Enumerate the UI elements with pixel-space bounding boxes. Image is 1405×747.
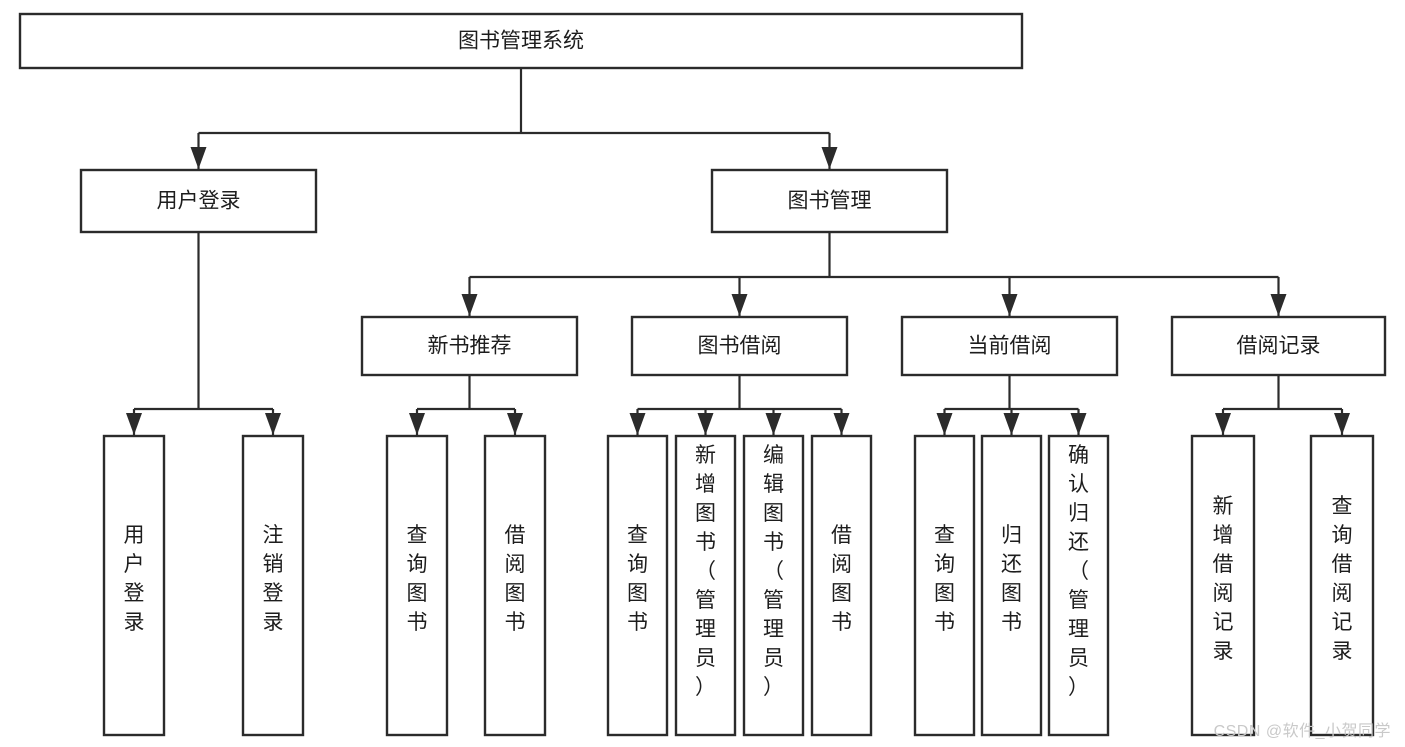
arrow-head-icon xyxy=(1070,413,1087,435)
node-label: 借阅图书 xyxy=(831,524,852,634)
node-box xyxy=(241,434,305,737)
node-box xyxy=(1309,434,1375,737)
diagram-node-l2-0[interactable]: 新书推荐 xyxy=(360,315,579,377)
node-label: 确认归还（管理员） xyxy=(1068,444,1089,699)
node-label: 新增借阅记录 xyxy=(1213,495,1234,663)
arrow-head-icon xyxy=(190,147,207,169)
diagram-node-l3-9[interactable]: 归还图书 xyxy=(980,434,1043,737)
node-box xyxy=(913,434,976,737)
node-label: 用户登录 xyxy=(124,524,145,634)
node-label: 查询图书 xyxy=(627,524,648,634)
diagram-node-l3-12[interactable]: 查询借阅记录 xyxy=(1309,434,1375,737)
watermark-text: CSDN @软件_小贺同学 xyxy=(1213,723,1391,740)
diagram-node-l3-8[interactable]: 查询图书 xyxy=(913,434,976,737)
node-box xyxy=(980,434,1043,737)
diagram-node-l3-7[interactable]: 借阅图书 xyxy=(810,434,873,737)
arrow-head-icon xyxy=(697,413,714,435)
node-label: 新增图书（管理员） xyxy=(695,444,716,699)
node-label: 查询借阅记录 xyxy=(1332,495,1353,663)
arrow-head-icon xyxy=(833,413,850,435)
node-box xyxy=(102,434,166,737)
arrow-head-icon xyxy=(265,413,281,435)
node-label: 注销登录 xyxy=(263,524,284,634)
arrow-head-icon xyxy=(1334,413,1350,435)
node-box xyxy=(1047,434,1110,737)
node-box xyxy=(810,434,873,737)
node-label: 查询图书 xyxy=(934,524,955,634)
node-box xyxy=(606,434,669,737)
node-box xyxy=(630,315,849,377)
arrow-head-icon xyxy=(821,147,838,169)
node-box xyxy=(385,434,449,737)
diagram-node-l3-11[interactable]: 新增借阅记录 xyxy=(1190,434,1256,737)
arrow-head-icon xyxy=(1215,413,1231,435)
diagram-node-l3-3[interactable]: 借阅图书 xyxy=(483,434,547,737)
node-box xyxy=(79,168,318,234)
node-box xyxy=(1190,434,1256,737)
node-box xyxy=(674,434,737,737)
arrow-head-icon xyxy=(409,413,425,435)
arrow-head-icon xyxy=(765,413,782,435)
node-box xyxy=(360,315,579,377)
diagram-node-l1-1[interactable]: 图书管理 xyxy=(710,168,949,234)
connectors-layer xyxy=(126,68,1350,435)
node-label: 用户登录 xyxy=(157,190,241,213)
node-label: 借阅记录 xyxy=(1237,335,1321,358)
arrow-head-icon xyxy=(126,413,142,435)
node-box xyxy=(900,315,1119,377)
diagram-node-l2-1[interactable]: 图书借阅 xyxy=(630,315,849,377)
arrow-head-icon xyxy=(1003,413,1020,435)
node-label: 查询图书 xyxy=(407,524,428,634)
diagram-node-l3-1[interactable]: 注销登录 xyxy=(241,434,305,737)
diagram-node-l3-5[interactable]: 新增图书（管理员） xyxy=(674,434,737,737)
arrow-head-icon xyxy=(731,294,748,316)
node-label: 图书管理系统 xyxy=(458,30,584,53)
diagram-node-l3-10[interactable]: 确认归还（管理员） xyxy=(1047,434,1110,737)
diagram-node-l2-3[interactable]: 借阅记录 xyxy=(1170,315,1387,377)
node-label: 图书管理 xyxy=(788,190,872,213)
arrow-head-icon xyxy=(1001,294,1018,316)
node-box xyxy=(742,434,805,737)
diagram-node-l2-2[interactable]: 当前借阅 xyxy=(900,315,1119,377)
arrow-head-icon xyxy=(1270,294,1287,316)
node-box xyxy=(18,12,1024,70)
diagram-node-l3-4[interactable]: 查询图书 xyxy=(606,434,669,737)
node-label: 新书推荐 xyxy=(428,335,512,358)
node-box xyxy=(1170,315,1387,377)
diagram-node-root-0[interactable]: 图书管理系统 xyxy=(18,12,1024,70)
diagram-node-l1-0[interactable]: 用户登录 xyxy=(79,168,318,234)
arrow-head-icon xyxy=(936,413,953,435)
node-label: 归还图书 xyxy=(1001,524,1022,634)
arrow-head-icon xyxy=(507,413,523,435)
node-label: 借阅图书 xyxy=(505,524,526,634)
arrow-head-icon xyxy=(629,413,646,435)
node-box xyxy=(483,434,547,737)
nodes-layer: 图书管理系统用户登录图书管理新书推荐图书借阅当前借阅借阅记录用户登录注销登录查询… xyxy=(18,12,1387,737)
diagram-node-l3-2[interactable]: 查询图书 xyxy=(385,434,449,737)
diagram-node-l3-0[interactable]: 用户登录 xyxy=(102,434,166,737)
node-label: 当前借阅 xyxy=(968,335,1052,358)
node-box xyxy=(710,168,949,234)
arrow-head-icon xyxy=(461,294,478,316)
node-label: 图书借阅 xyxy=(698,335,782,358)
diagram-node-l3-6[interactable]: 编辑图书（管理员） xyxy=(742,434,805,737)
node-label: 编辑图书（管理员） xyxy=(763,444,784,699)
